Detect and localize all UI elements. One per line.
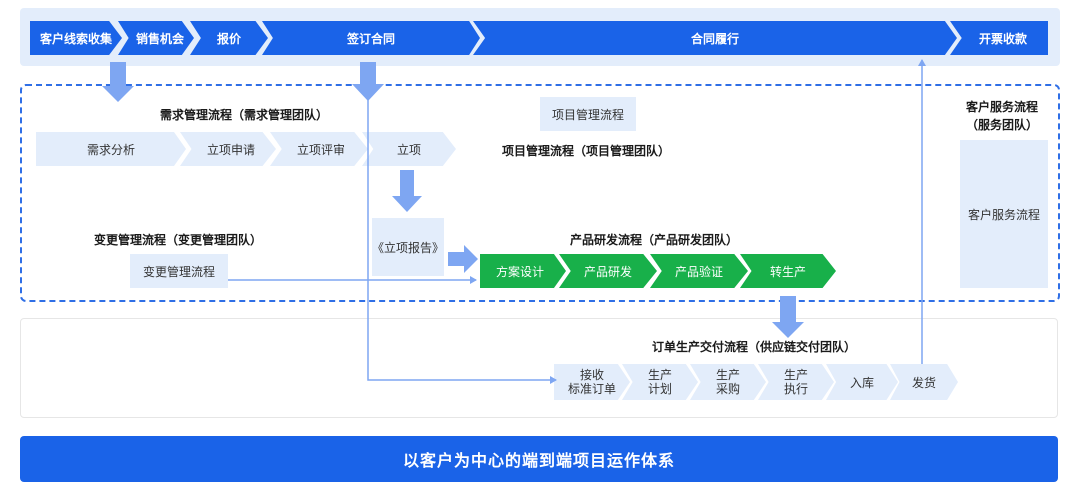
step-label: 产品验证 — [674, 264, 723, 279]
step-line1: 生产 — [783, 368, 808, 382]
project-title: 项目管理流程（项目管理团队） — [502, 144, 671, 158]
step-label: 产品研发 — [583, 264, 632, 279]
change-title: 变更管理流程（变更管理团队） — [94, 233, 263, 247]
box-label: 变更管理流程 — [142, 264, 215, 279]
step-line2: 计划 — [647, 382, 672, 396]
step-label: 方案设计 — [495, 264, 544, 279]
step-label: 立项 — [396, 142, 421, 157]
demand-step-analysis: 需求分析 — [36, 132, 186, 166]
stage-sales-opportunity: 销售机会 — [118, 21, 194, 55]
stage-label: 开票收款 — [978, 31, 1027, 46]
box-label: 项目管理流程 — [551, 107, 624, 122]
stage-label: 合同履行 — [690, 31, 739, 46]
demand-step-application: 立项申请 — [180, 132, 276, 166]
footer-text: 以客户为中心的端到端项目运作体系 — [402, 451, 675, 470]
footer-banner: 以客户为中心的端到端项目运作体系 — [20, 436, 1058, 482]
stage-label: 报价 — [216, 31, 241, 46]
step-line1: 生产 — [647, 368, 672, 382]
stage-label: 客户线索收集 — [39, 31, 112, 46]
step-label: 转生产 — [769, 264, 806, 279]
step-line1: 生产 — [715, 368, 740, 382]
order-step-receive: 接收 标准订单 — [554, 364, 630, 400]
rnd-step-validation: 产品验证 — [650, 254, 748, 288]
stage-contract-fulfillment: 合同履行 — [473, 21, 957, 55]
project-report-box: 《立项报告》 — [372, 218, 444, 276]
order-step-plan: 生产 计划 — [622, 364, 698, 400]
service-title-line2: （服务团队） — [966, 118, 1039, 132]
step-line1: 入库 — [849, 375, 874, 390]
stage-label: 签订合同 — [346, 31, 395, 46]
step-label: 需求分析 — [86, 142, 135, 157]
order-step-purchase: 生产 采购 — [690, 364, 766, 400]
box-label: 客户服务流程 — [967, 207, 1040, 222]
step-line1: 发货 — [911, 375, 936, 390]
demand-title: 需求管理流程（需求管理团队） — [160, 108, 329, 122]
rnd-title: 产品研发流程（产品研发团队） — [570, 233, 739, 247]
service-title-line1: 客户服务流程 — [966, 100, 1039, 114]
order-step-ship: 发货 — [890, 364, 958, 400]
order-step-execute: 生产 执行 — [758, 364, 834, 400]
rnd-step-development: 产品研发 — [559, 254, 657, 288]
stage-quote: 报价 — [190, 21, 268, 55]
order-title: 订单生产交付流程（供应链交付团队） — [652, 340, 857, 354]
box-label: 《立项报告》 — [372, 240, 445, 255]
stage-lead-collection: 客户线索收集 — [30, 21, 122, 55]
demand-step-approval: 立项 — [362, 132, 456, 166]
change-management-box: 变更管理流程 — [130, 254, 228, 288]
project-management-box: 项目管理流程 — [540, 97, 636, 131]
step-line2: 采购 — [715, 382, 740, 396]
service-box: 客户服务流程 — [960, 140, 1048, 288]
step-label: 立项申请 — [206, 142, 255, 157]
rnd-step-transfer: 转生产 — [740, 254, 836, 288]
order-step-warehouse: 入库 — [826, 364, 898, 400]
rnd-step-design: 方案设计 — [480, 254, 566, 288]
step-line2: 标准订单 — [567, 382, 616, 396]
stage-label: 销售机会 — [135, 31, 184, 46]
step-label: 立项评审 — [296, 142, 345, 157]
stage-invoice-payment: 开票收款 — [950, 21, 1048, 55]
step-line1: 接收 — [579, 368, 604, 382]
demand-step-review: 立项评审 — [270, 132, 368, 166]
step-line2: 执行 — [783, 382, 808, 396]
stage-sign-contract: 签订合同 — [262, 21, 480, 55]
